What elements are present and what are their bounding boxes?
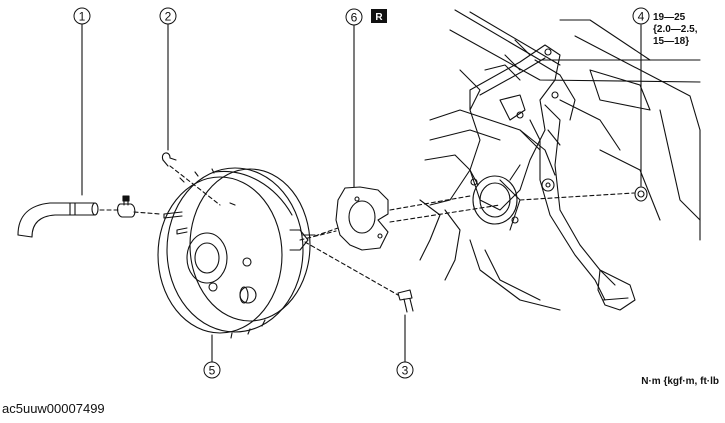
torque-unit-note: N·m {kgf·m, ft·lb — [641, 376, 719, 387]
callout-4: 4 — [632, 7, 650, 25]
replace-badge-label: R — [375, 12, 383, 23]
callout-1-label: 1 — [79, 10, 86, 24]
callout-2-label: 2 — [165, 10, 172, 24]
callout-5-label: 5 — [209, 364, 216, 378]
brake-pedal — [529, 104, 636, 311]
callout-6-label: 6 — [351, 11, 358, 25]
pedal-bracket — [469, 44, 576, 225]
mounting-nut — [634, 186, 648, 202]
callout-4-label: 4 — [638, 10, 645, 24]
check-valve-part — [161, 152, 177, 167]
brake-booster — [157, 167, 316, 339]
callout-2: 2 — [159, 7, 177, 25]
callout-3-label: 3 — [402, 364, 409, 378]
replace-badge: R — [371, 9, 387, 23]
clevis-pin — [397, 289, 414, 313]
dash-panel-body — [419, 9, 701, 311]
torque-line-1: 19—25 — [653, 12, 686, 23]
assembly-lines — [99, 165, 635, 296]
vacuum-hose — [17, 202, 99, 238]
callout-3: 3 — [396, 361, 414, 379]
callout-5: 5 — [203, 361, 221, 379]
hose-clip — [117, 195, 136, 218]
torque-spec: 19—25 {2.0—2.5, 15—18} — [653, 12, 698, 47]
figure-id: ac5uuw00007499 — [2, 401, 105, 416]
callout-6: 6 — [345, 8, 363, 26]
torque-line-2: {2.0—2.5, — [653, 24, 698, 35]
torque-line-3: 15—18} — [653, 36, 689, 47]
callout-leaders — [81, 23, 642, 363]
booster-gasket — [335, 186, 389, 251]
callout-1: 1 — [73, 7, 91, 25]
